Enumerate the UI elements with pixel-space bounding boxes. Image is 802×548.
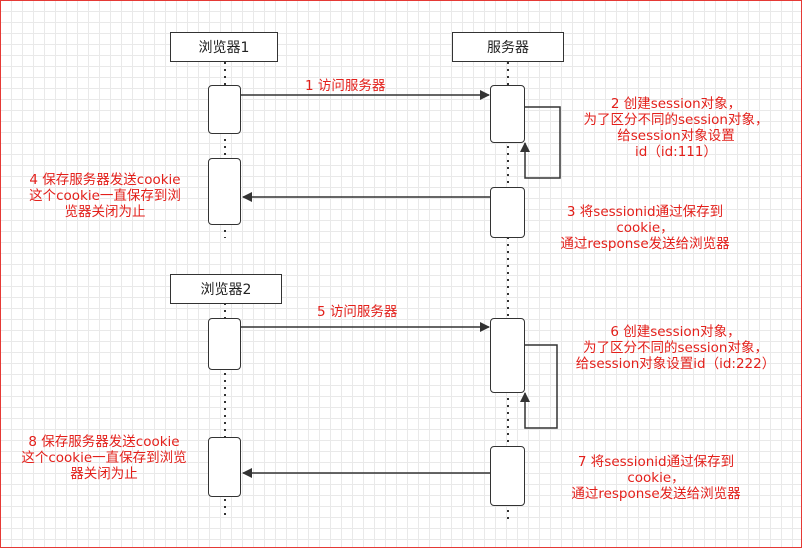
activation-browser2-request xyxy=(208,318,241,370)
participant-browser2: 浏览器2 xyxy=(170,274,282,304)
activation-server-2 xyxy=(490,318,525,393)
activation-server-return-1 xyxy=(490,187,525,238)
label-send-cookie-2: 7 将sessionid通过保存到 cookie， 通过response发送给浏… xyxy=(571,454,741,502)
participant-server: 服务器 xyxy=(452,32,564,62)
participant-browser1: 浏览器1 xyxy=(170,32,278,62)
activation-browser2-response xyxy=(208,437,241,497)
label-send-cookie-1: 3 将sessionid通过保存到 cookie， 通过response发送给浏… xyxy=(560,204,730,252)
label-save-cookie-1: 4 保存服务器发送cookie 这个cookie一直保存到浏 览器关闭为止 xyxy=(29,172,181,220)
activation-browser1-response xyxy=(208,158,241,225)
label-create-session-1: 2 创建session对象， 为了区分不同的session对象， 给sessio… xyxy=(583,96,769,160)
activation-browser1-request xyxy=(208,85,241,134)
label-save-cookie-2: 8 保存服务器发送cookie 这个cookie一直保存到浏览 器关闭为止 xyxy=(21,434,187,482)
activation-server-1 xyxy=(490,85,525,143)
arrow-self-create-session-2 xyxy=(520,344,558,429)
label-create-session-2: 6 创建session对象， 为了区分不同的session对象， 给sessio… xyxy=(575,324,776,372)
label-access-server-2: 5 访问服务器 xyxy=(317,304,398,320)
activation-server-return-2 xyxy=(490,446,525,506)
arrow-self-create-session-1 xyxy=(520,106,561,179)
label-access-server-1: 1 访问服务器 xyxy=(305,78,386,94)
